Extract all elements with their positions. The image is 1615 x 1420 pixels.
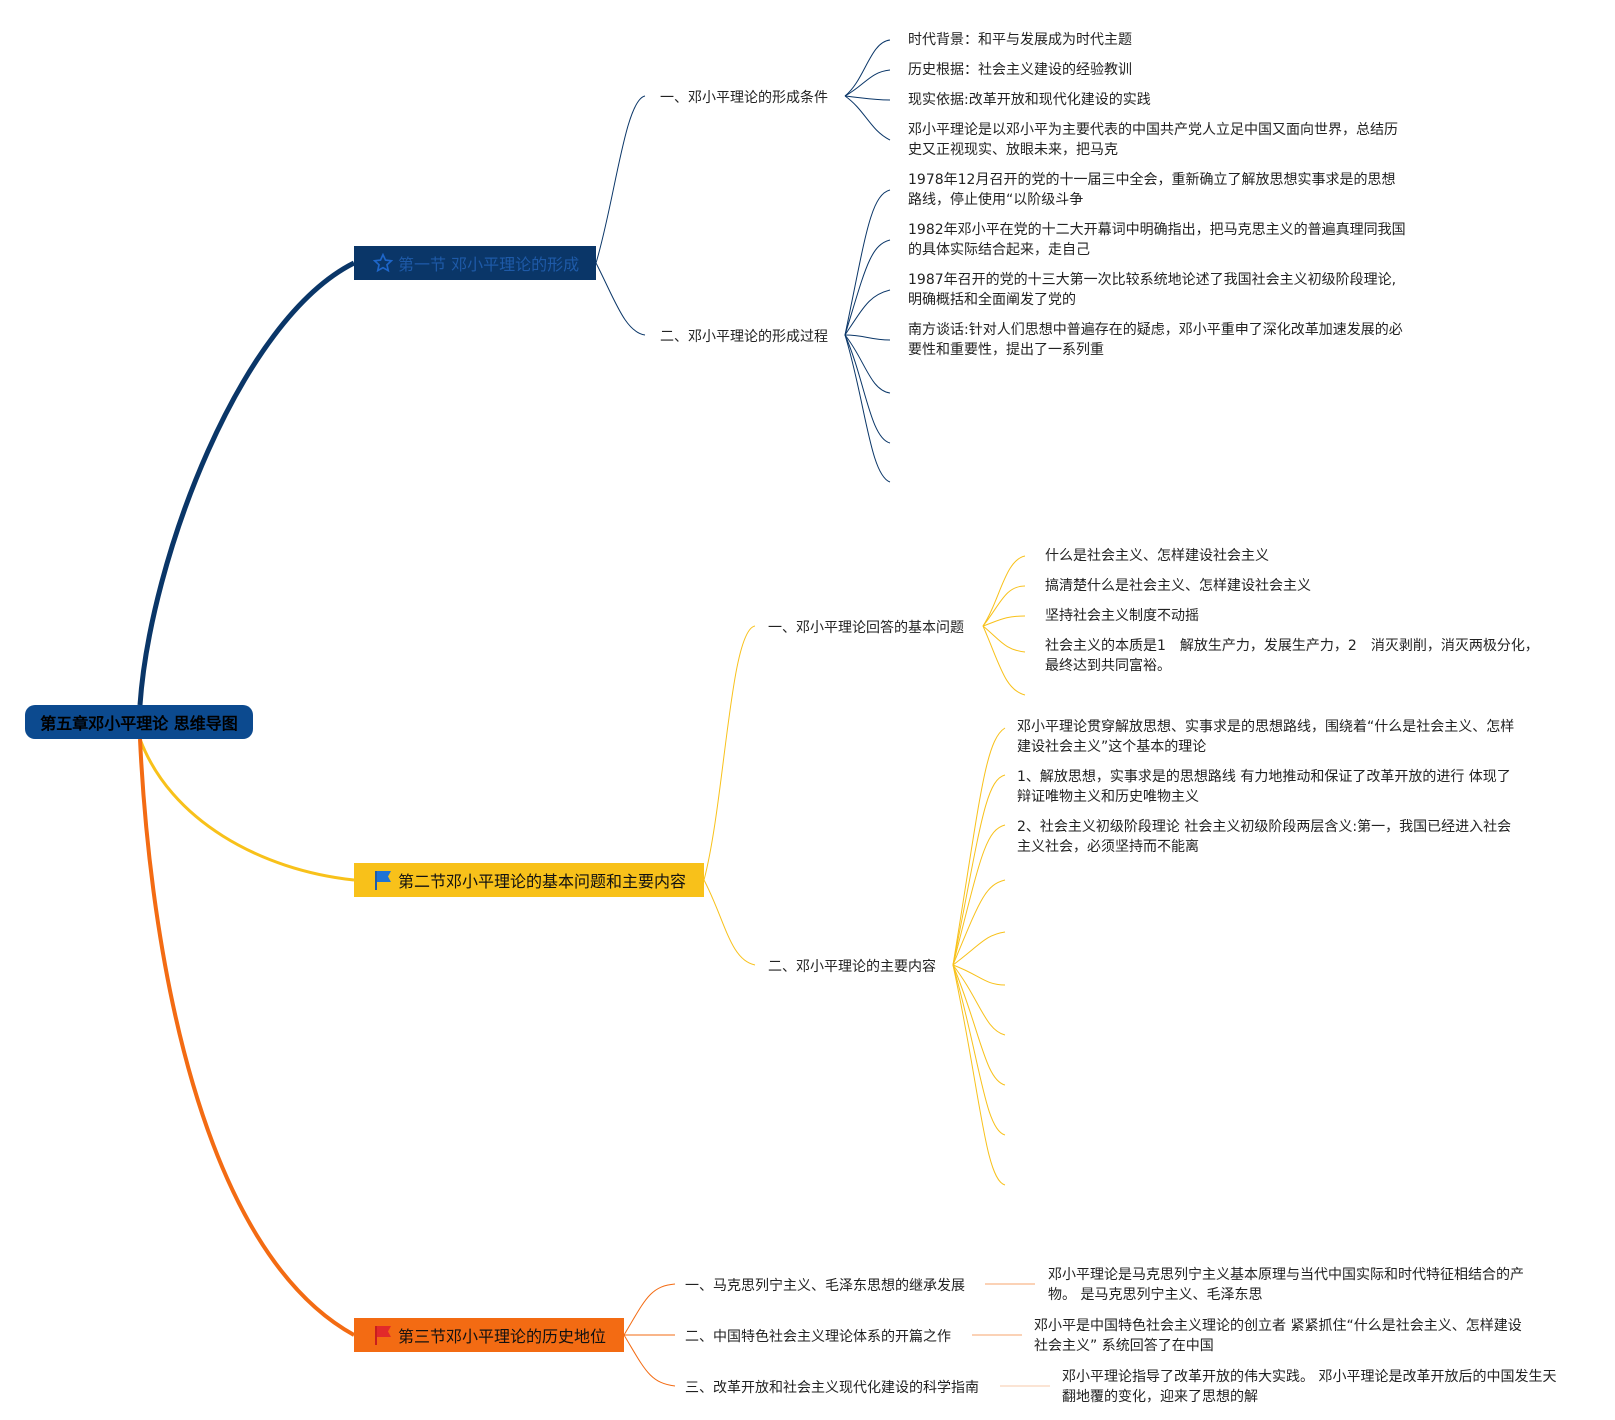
section-2-node[interactable]: 第二节邓小平理论的基本问题和主要内容 — [354, 863, 704, 897]
star-icon — [372, 252, 394, 274]
s3-sub-title[interactable]: 三、改革开放和社会主义现代化建设的科学指南 — [685, 1380, 979, 1396]
s2-sub1-item[interactable]: 社会主义的本质是1 解放生产力，发展生产力，2 消灭剥削，消灭两极分化，最终达到… — [1045, 638, 1539, 674]
s1-sub2-item[interactable]: 南方谈话:针对人们思想中普遍存在的疑虑，邓小平重申了深化改革加速发展的必要性和重… — [908, 322, 1403, 358]
root-title: 第五章邓小平理论 思维导图 — [40, 714, 238, 733]
section-1-node[interactable]: 第一节 邓小平理论的形成 — [354, 246, 596, 280]
s1-sub2-item[interactable]: 1987年召开的党的十三大第一次比较系统地论述了我国社会主义初级阶段理论,明确概… — [908, 272, 1397, 308]
s2-sub1-title[interactable]: 一、邓小平理论回答的基本问题 — [768, 620, 964, 636]
s3-sub-title[interactable]: 一、马克思列宁主义、毛泽东思想的继承发展 — [685, 1278, 965, 1294]
s3-sub-title[interactable]: 二、中国特色社会主义理论体系的开篇之作 — [685, 1329, 951, 1345]
root-node[interactable]: 第五章邓小平理论 思维导图 — [25, 705, 253, 739]
s1-sub2-title[interactable]: 二、邓小平理论的形成过程 — [660, 329, 828, 345]
s1-sub1-item[interactable]: 邓小平理论是以邓小平为主要代表的中国共产党人立足中国又面向世界，总结历史又正视现… — [908, 122, 1398, 158]
s1-sub1-item[interactable]: 现实依据:改革开放和现代化建设的实践 — [908, 92, 1151, 108]
section-1-title: 第一节 邓小平理论的形成 — [398, 255, 580, 274]
s2-sub2-item[interactable]: 邓小平理论贯穿解放思想、实事求是的思想路线，围绕着“什么是社会主义、怎样建设社会… — [1017, 719, 1515, 755]
s1-sub2-item[interactable]: 1978年12月召开的党的十一届三中全会，重新确立了解放思想实事求是的思想路线，… — [908, 172, 1396, 208]
flag-icon — [372, 1324, 394, 1346]
s1-sub1-item[interactable]: 历史根据：社会主义建设的经验教训 — [908, 62, 1132, 78]
flag-icon — [372, 869, 394, 891]
section-3-node[interactable]: 第三节邓小平理论的历史地位 — [354, 1318, 624, 1352]
s2-sub2-item[interactable]: 1、解放思想，实事求是的思想路线 有力地推动和保证了改革开放的进行 体现了辩证唯… — [1017, 769, 1511, 805]
s3-detail[interactable]: 邓小平理论指导了改革开放的伟大实践。 邓小平理论是改革开放后的中国发生天翻地覆的… — [1062, 1369, 1557, 1405]
s3-detail[interactable]: 邓小平是中国特色社会主义理论的创立者 紧紧抓住“什么是社会主义、怎样建设社会主义… — [1034, 1318, 1522, 1354]
s2-sub1-item[interactable]: 坚持社会主义制度不动摇 — [1045, 608, 1199, 624]
s3-detail[interactable]: 邓小平理论是马克思列宁主义基本原理与当代中国实际和时代特征相结合的产物。 是马克… — [1048, 1267, 1524, 1303]
section-3-title: 第三节邓小平理论的历史地位 — [398, 1327, 607, 1346]
s2-sub2-item[interactable]: 2、社会主义初级阶段理论 社会主义初级阶段两层含义:第一，我国已经进入社会主义社… — [1017, 819, 1512, 855]
section-2-title: 第二节邓小平理论的基本问题和主要内容 — [398, 872, 687, 891]
s1-sub2-item[interactable]: 1982年邓小平在党的十二大开幕词中明确指出，把马克思主义的普遍真理同我国的具体… — [908, 222, 1406, 258]
s1-sub1-item[interactable]: 时代背景：和平与发展成为时代主题 — [908, 32, 1132, 48]
s2-sub2-title[interactable]: 二、邓小平理论的主要内容 — [768, 959, 936, 975]
s2-sub1-item[interactable]: 搞清楚什么是社会主义、怎样建设社会主义 — [1045, 578, 1311, 594]
s1-sub1-title[interactable]: 一、邓小平理论的形成条件 — [660, 90, 828, 106]
s2-sub1-item[interactable]: 什么是社会主义、怎样建设社会主义 — [1045, 548, 1269, 564]
